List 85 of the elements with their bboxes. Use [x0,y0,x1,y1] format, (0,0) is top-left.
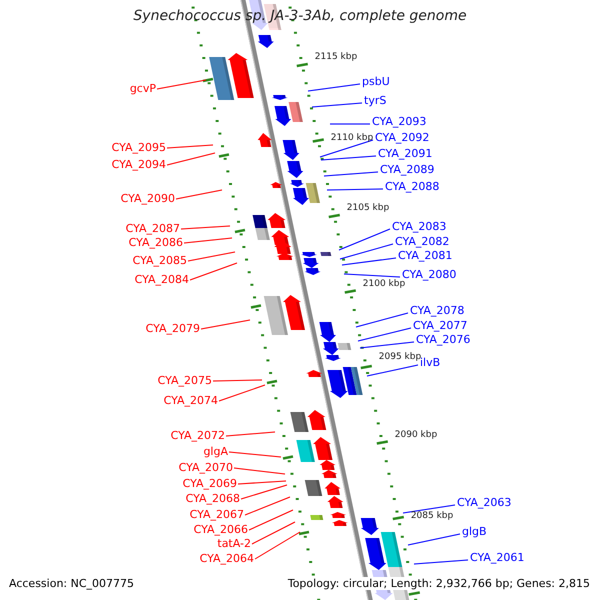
gene-label: glgB [462,525,487,538]
leader-line [240,484,288,500]
leader-line [320,140,374,158]
leader-line [166,152,216,166]
gene-label: CYA_2083 [392,220,446,233]
leader-line [308,84,360,92]
leader-line [184,238,232,244]
leader-line [326,188,384,190]
leader-line [234,468,286,474]
gene-label: CYA_2088 [385,180,440,193]
gene-label: CYA_2066 [194,523,248,536]
scale-label: 2105 kbp [346,203,390,213]
leader-line [312,102,362,108]
scale-label: 2085 kbp [410,511,454,521]
gene-label: CYA_2069 [182,477,237,490]
gene-label: CYA_2081 [398,249,452,262]
gene-label: CYA_2063 [457,496,512,509]
gene-label: CYA_2074 [164,394,218,407]
leader-line [252,522,296,544]
accession-text: Accession: NC_007775 [9,577,134,590]
gene-label: CYA_2064 [200,552,254,565]
leader-line [408,534,460,546]
title: Synechococcus sp. JA-3-3Ab, complete genome [132,10,468,23]
leader-line [180,226,230,230]
gene-label: CYA_2068 [186,492,240,505]
gene-label: CYA_2078 [410,304,464,317]
gene-label: tyrS [364,94,386,107]
gene-label: CYA_2087 [126,222,180,235]
gene-label: CYA_2094 [112,158,166,171]
gene-label: glgA [203,445,228,458]
genome-info-text: Topology: circular; Length: 2,932,766 bp; Genes: 2,815 [288,577,590,590]
leader-line [226,432,276,436]
scale-label: 2095 kbp [378,352,422,362]
gene-label: tatA-2 [217,537,251,550]
gene-label: CYA_2089 [380,163,434,176]
leader-line [188,252,236,262]
gene-label: gcvP [130,82,156,95]
leader-line [238,480,286,484]
scale-label: 2110 kbp [330,132,374,142]
leader-line [254,532,300,560]
gene-label: CYA_2072 [170,429,225,442]
leader-line [360,342,414,348]
scale-label: 2090 kbp [394,430,438,440]
scale-label: 2100 kbp [362,278,406,288]
leader-line [358,328,412,342]
gene-label: CYA_2084 [134,273,189,286]
leader-line [212,380,262,382]
gene-label: CYA_2067 [190,508,244,521]
gene-label: CYA_2080 [402,268,456,281]
gene-label: CYA_2085 [132,254,187,267]
leader-line [342,258,396,266]
leader-line [248,510,294,530]
leader-line [176,190,222,200]
leader-line [320,156,376,160]
gene-label: CYA_2092 [375,131,430,144]
gene-label: psbU [362,75,390,88]
gene-label: CYA_2082 [395,235,450,248]
scale-label: 2115 kbp [314,52,358,62]
gene-label: CYA_2090 [120,192,175,205]
leader-line [338,228,390,250]
gene-label: CYA_2070 [178,461,233,474]
gene-label: CYA_2077 [413,319,468,332]
leader-line [340,244,394,260]
leader-line [324,172,378,176]
leader-line [218,384,266,402]
gene-label: CYA_2086 [128,236,183,249]
leader-line [414,560,468,564]
gene-label: ilvB [420,356,440,369]
gene-label: CYA_2061 [470,551,524,564]
leader-line [156,80,206,90]
leader-line [356,312,408,328]
gene-label: CYA_2079 [146,322,200,335]
leader-line [366,364,418,376]
leader-line [166,144,214,148]
leader-line [200,320,250,330]
leader-line [402,504,456,514]
leader-line [190,262,238,280]
leader-line [244,496,290,516]
leader-line [344,274,400,278]
leader-line [228,452,282,458]
gene-label: CYA_2091 [378,147,432,160]
gene-label: CYA_2095 [112,141,166,154]
gene-label: CYA_2093 [372,115,426,128]
gene-label: CYA_2076 [416,333,470,346]
gene-label: CYA_2075 [158,374,212,387]
